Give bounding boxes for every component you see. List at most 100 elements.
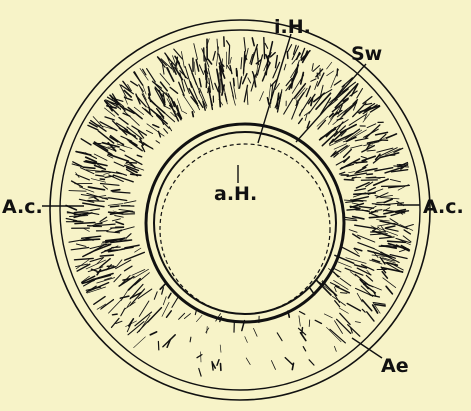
- hatch-stroke: [220, 345, 221, 352]
- hatch-stroke: [244, 52, 245, 74]
- hatch-stroke: [367, 174, 372, 175]
- hatch-stroke: [387, 155, 395, 156]
- hatch-stroke: [276, 56, 278, 68]
- wall-outer-ring: [146, 124, 344, 322]
- hatch-stroke: [363, 97, 372, 104]
- hatch-stroke: [82, 236, 101, 238]
- hatch-stroke: [344, 180, 353, 181]
- hatch-stroke: [199, 101, 203, 108]
- hatch-stroke: [105, 117, 114, 120]
- hatch-stroke: [299, 118, 303, 123]
- hatch-stroke: [132, 126, 147, 135]
- hatch-stroke: [405, 225, 413, 228]
- hatch-stroke: [234, 79, 235, 86]
- hatch-stroke: [244, 38, 246, 52]
- hatch-stroke: [225, 93, 227, 101]
- hatch-stroke: [91, 213, 99, 215]
- label-ectoderm: Ae: [381, 355, 409, 377]
- hatch-stroke: [341, 293, 348, 294]
- hatch-stroke: [300, 312, 305, 315]
- label-inner-layer: i.H.: [274, 16, 311, 38]
- hatch-stroke: [327, 62, 332, 69]
- hatch-stroke: [367, 312, 374, 321]
- hatch-stroke: [266, 56, 268, 75]
- hatch-stroke: [125, 266, 133, 271]
- hatch-stroke: [159, 131, 161, 137]
- hatch-stroke: [265, 43, 268, 48]
- hatch-stroke: [277, 333, 282, 341]
- hatch-stroke: [96, 175, 104, 176]
- hatch-stroke: [115, 216, 124, 218]
- hatch-stroke: [366, 103, 372, 104]
- hatch-stroke: [353, 234, 360, 239]
- hatch-stroke: [182, 111, 187, 114]
- hatch-stroke: [355, 138, 368, 141]
- hatch-stroke: [204, 48, 205, 61]
- hatch-stroke: [136, 96, 146, 107]
- hatch-stroke: [335, 287, 337, 292]
- hatch-stroke: [288, 45, 292, 52]
- hatch-stroke: [383, 278, 396, 288]
- hatch-stroke: [106, 229, 112, 232]
- hatch-stroke: [194, 62, 195, 75]
- hatch-stroke: [386, 226, 395, 228]
- hatch-stroke: [114, 274, 121, 282]
- hatch-stroke: [380, 237, 395, 238]
- hatch-stroke: [196, 60, 199, 71]
- hatch-stroke: [113, 192, 130, 193]
- hatch-stroke: [309, 360, 314, 365]
- hatch-stroke: [177, 57, 178, 65]
- hatch-stroke: [344, 220, 357, 221]
- hatch-stroke: [213, 52, 215, 61]
- hatch-stroke: [367, 124, 376, 128]
- hatch-stroke: [352, 203, 360, 205]
- hatch-stroke: [334, 81, 341, 86]
- hatch-stroke: [390, 255, 407, 259]
- hatch-stroke: [366, 125, 380, 138]
- hatch-stroke: [148, 308, 162, 322]
- hatch-stroke: [111, 190, 120, 191]
- hatch-stroke: [129, 279, 141, 290]
- hatch-stroke: [190, 337, 191, 342]
- hatch-stroke: [179, 313, 185, 319]
- hatch-stroke: [355, 322, 360, 323]
- hatch-stroke: [75, 223, 95, 224]
- hatch-stroke: [324, 314, 332, 318]
- hatch-stroke: [84, 229, 90, 232]
- hatch-stroke: [69, 191, 86, 192]
- leader-inner-layer: [258, 34, 291, 143]
- hatch-stroke: [340, 313, 350, 324]
- hatch-stroke: [167, 311, 172, 318]
- hatch-stroke: [368, 188, 375, 191]
- hatch-stroke: [184, 314, 190, 319]
- hatch-stroke: [381, 227, 385, 232]
- hatch-stroke: [318, 73, 324, 86]
- hatch-stroke: [75, 210, 93, 212]
- hatch-stroke: [172, 296, 179, 307]
- hatch-stroke: [284, 98, 293, 114]
- hatch-stroke: [353, 197, 369, 201]
- hatch-stroke: [164, 129, 168, 134]
- hatch-stroke: [131, 174, 141, 175]
- hatch-stroke: [131, 81, 138, 86]
- hatch-stroke: [370, 213, 379, 217]
- hatch-stroke: [375, 305, 385, 306]
- hatch-stroke: [150, 332, 156, 335]
- hatch-stroke: [227, 41, 230, 46]
- hatch-stroke: [199, 92, 207, 109]
- hatch-stroke: [354, 162, 367, 163]
- hatch-stroke: [335, 321, 343, 334]
- hatch-stroke: [334, 144, 346, 150]
- hatch-stroke: [119, 277, 134, 287]
- hatch-stroke: [260, 92, 264, 101]
- inner-dashed-ring: [160, 144, 330, 314]
- hatch-stroke: [229, 46, 230, 64]
- hatch-stroke: [181, 52, 184, 68]
- hatch-stroke: [349, 115, 366, 126]
- hatch-stroke: [156, 141, 160, 143]
- hatch-stroke: [94, 154, 107, 160]
- hatch-stroke: [116, 222, 123, 225]
- hatch-stroke: [83, 203, 104, 207]
- hatch-stroke: [217, 360, 219, 366]
- hatch-stroke: [199, 65, 203, 75]
